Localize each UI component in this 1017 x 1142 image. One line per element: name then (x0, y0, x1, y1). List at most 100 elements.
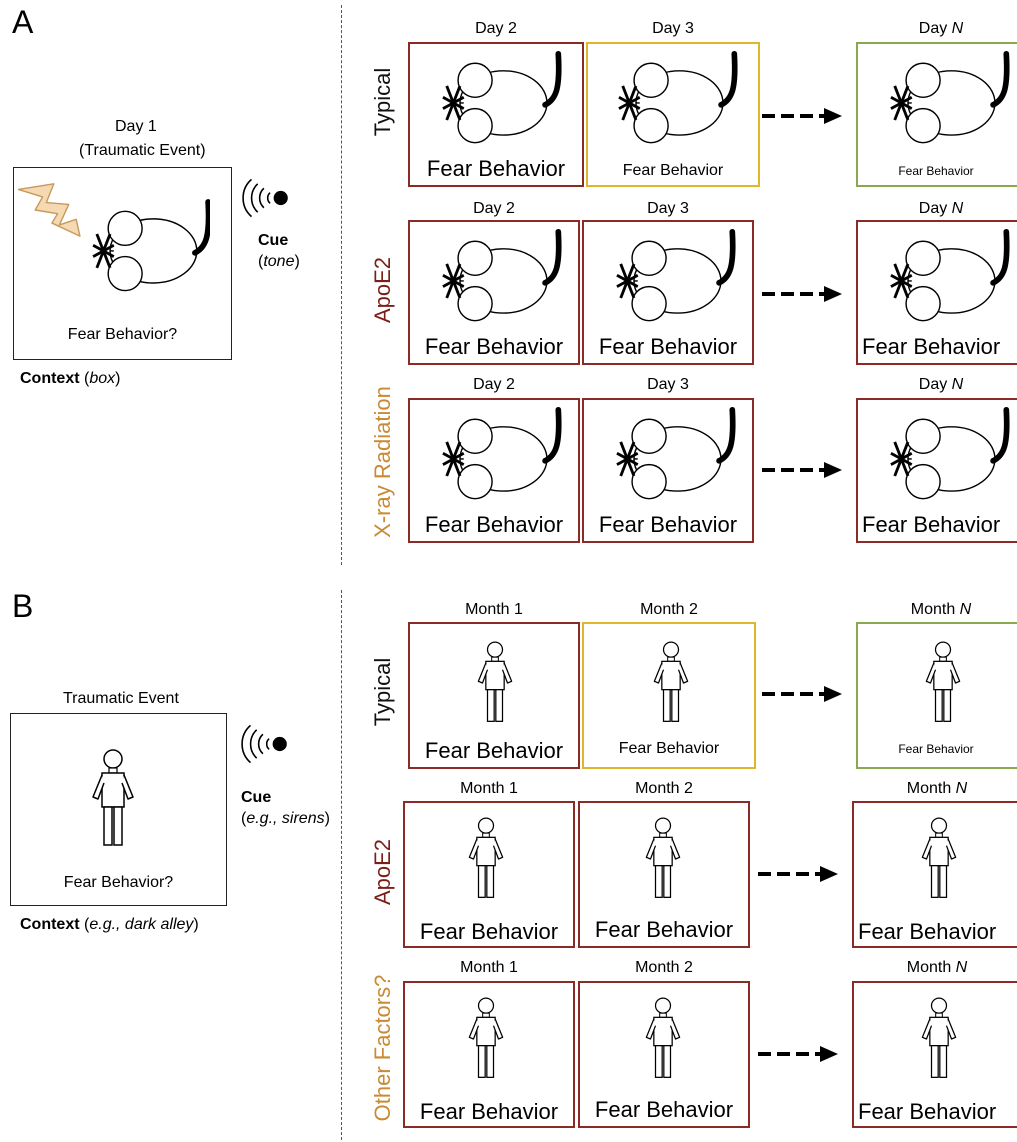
fear-behavior-label: Fear Behavior (419, 1099, 559, 1124)
person-icon (470, 636, 520, 730)
row-label-typical-a: Typical (370, 67, 395, 137)
fear-behavior-label: Fear Behavior (618, 740, 720, 757)
row-label-typical-b: Typical (370, 657, 395, 727)
fear-behavior-label: Fear Behavior (862, 334, 1001, 359)
day1-fear-question: Fear Behavior? (67, 326, 178, 343)
fear-behavior-label: Fear Behavior (419, 919, 559, 944)
day1-context-box: Fear Behavior? (13, 167, 232, 360)
col-title: Month 1 (460, 959, 518, 976)
mouse-icon (598, 228, 738, 332)
cue-detail-b: (e.g., sirens) (241, 810, 330, 827)
col-title: Month 1 (460, 780, 518, 797)
dashed-arrow-icon (758, 1044, 838, 1064)
xray-dayn-box: Fear Behavior (856, 398, 1017, 543)
apoe2-month1-box: Fear Behavior (403, 801, 575, 948)
mouse-icon (600, 50, 740, 154)
fear-behavior-label: Fear Behavior (598, 334, 738, 359)
fear-behavior-label: Fear Behavior (598, 512, 738, 537)
fear-behavior-label: Fear Behavior (862, 512, 1001, 537)
cue-label-a: Cue (258, 232, 289, 249)
typical-day2-box: Fear Behavior (408, 42, 584, 187)
fear-behavior-label: Fear Behavior (858, 919, 997, 944)
row-label-xray: X-ray Radiation (370, 386, 395, 538)
typical-monthn-box: Fear Behavior (856, 622, 1017, 769)
apoe2-monthn-box: Fear Behavior (852, 801, 1017, 948)
col-title: Day 3 (652, 20, 694, 37)
fear-behavior-label: Fear Behavior (594, 917, 734, 942)
col-title: Day N (918, 20, 964, 37)
other-month1-box: Fear Behavior (403, 981, 575, 1128)
col-title: Month 2 (635, 959, 693, 976)
sound-cue-icon (231, 718, 293, 770)
dashed-arrow-icon (762, 106, 842, 126)
col-title: Month N (906, 780, 968, 797)
person-icon (461, 809, 511, 909)
other-month2-box: Fear Behavior (578, 981, 750, 1128)
col-title: Day 3 (647, 376, 689, 393)
col-title: Day 2 (473, 200, 515, 217)
mouse-icon (78, 198, 210, 302)
col-title: Day N (918, 200, 964, 217)
context-label-a: Context (box) (20, 370, 121, 387)
person-icon (83, 734, 143, 864)
apoe2-day2-box: Fear Behavior (408, 220, 580, 365)
mouse-icon (872, 50, 1012, 154)
mouse-icon (424, 406, 564, 510)
row-label-apoe2-b: ApoE2 (370, 838, 395, 906)
cue-label-b: Cue (241, 789, 272, 806)
col-title: Month N (910, 601, 972, 618)
xray-day3-box: Fear Behavior (582, 398, 754, 543)
panel-b-letter: B (12, 588, 34, 624)
traumatic-event-context-box: Fear Behavior? (10, 713, 227, 906)
dashed-arrow-icon (762, 684, 842, 704)
day1-title: Day 1 (115, 118, 157, 135)
sound-cue-icon (232, 172, 294, 224)
panel-a-divider (341, 5, 342, 565)
fear-behavior-label: Fear Behavior (426, 156, 566, 181)
day1-subtitle: (Traumatic Event) (79, 142, 206, 159)
typical-month2-box: Fear Behavior (582, 622, 756, 769)
col-title: Day N (918, 376, 964, 393)
typical-month1-box: Fear Behavior (408, 622, 580, 769)
apoe2-day3-box: Fear Behavior (582, 220, 754, 365)
mouse-icon (872, 228, 1012, 332)
fear-behavior-label: Fear Behavior (622, 162, 724, 179)
lightning-bolt-icon (18, 182, 84, 238)
xray-day2-box: Fear Behavior (408, 398, 580, 543)
apoe2-month2-box: Fear Behavior (578, 801, 750, 948)
person-icon (638, 809, 688, 909)
typical-day3-box: Fear Behavior (586, 42, 760, 187)
fear-behavior-label: Fear Behavior (424, 738, 564, 763)
fear-behavior-label: Fear Behavior (424, 334, 564, 359)
fear-behavior-label: Fear Behavior (424, 512, 564, 537)
apoe2-dayn-box: Fear Behavior (856, 220, 1017, 365)
col-title: Month 2 (635, 780, 693, 797)
fear-behavior-label: Fear Behavior (898, 742, 974, 756)
typical-dayn-box: Fear Behavior (856, 42, 1017, 187)
person-icon (914, 989, 964, 1089)
context-label-b: Context (e.g., dark alley) (20, 916, 199, 933)
mouse-icon (872, 406, 1012, 510)
mouse-icon (424, 228, 564, 332)
person-icon (918, 636, 968, 730)
person-icon (638, 989, 688, 1089)
col-title: Month 2 (640, 601, 698, 618)
mouse-icon (424, 50, 564, 154)
fear-behavior-label: Fear Behavior (594, 1097, 734, 1122)
mouse-icon (598, 406, 738, 510)
dashed-arrow-icon (758, 864, 838, 884)
col-title: Month N (906, 959, 968, 976)
traumatic-event-title: Traumatic Event (63, 690, 179, 707)
person-icon (646, 636, 696, 730)
col-title: Month 1 (465, 601, 523, 618)
person-icon (914, 809, 964, 909)
col-title: Day 2 (475, 20, 517, 37)
panel-b-divider (341, 590, 342, 1140)
row-label-apoe2-a: ApoE2 (370, 256, 395, 324)
dashed-arrow-icon (762, 284, 842, 304)
row-label-other-factors: Other Factors? (370, 974, 395, 1122)
dashed-arrow-icon (762, 460, 842, 480)
col-title: Day 2 (473, 376, 515, 393)
fear-behavior-label: Fear Behavior (898, 164, 974, 178)
other-monthn-box: Fear Behavior (852, 981, 1017, 1128)
